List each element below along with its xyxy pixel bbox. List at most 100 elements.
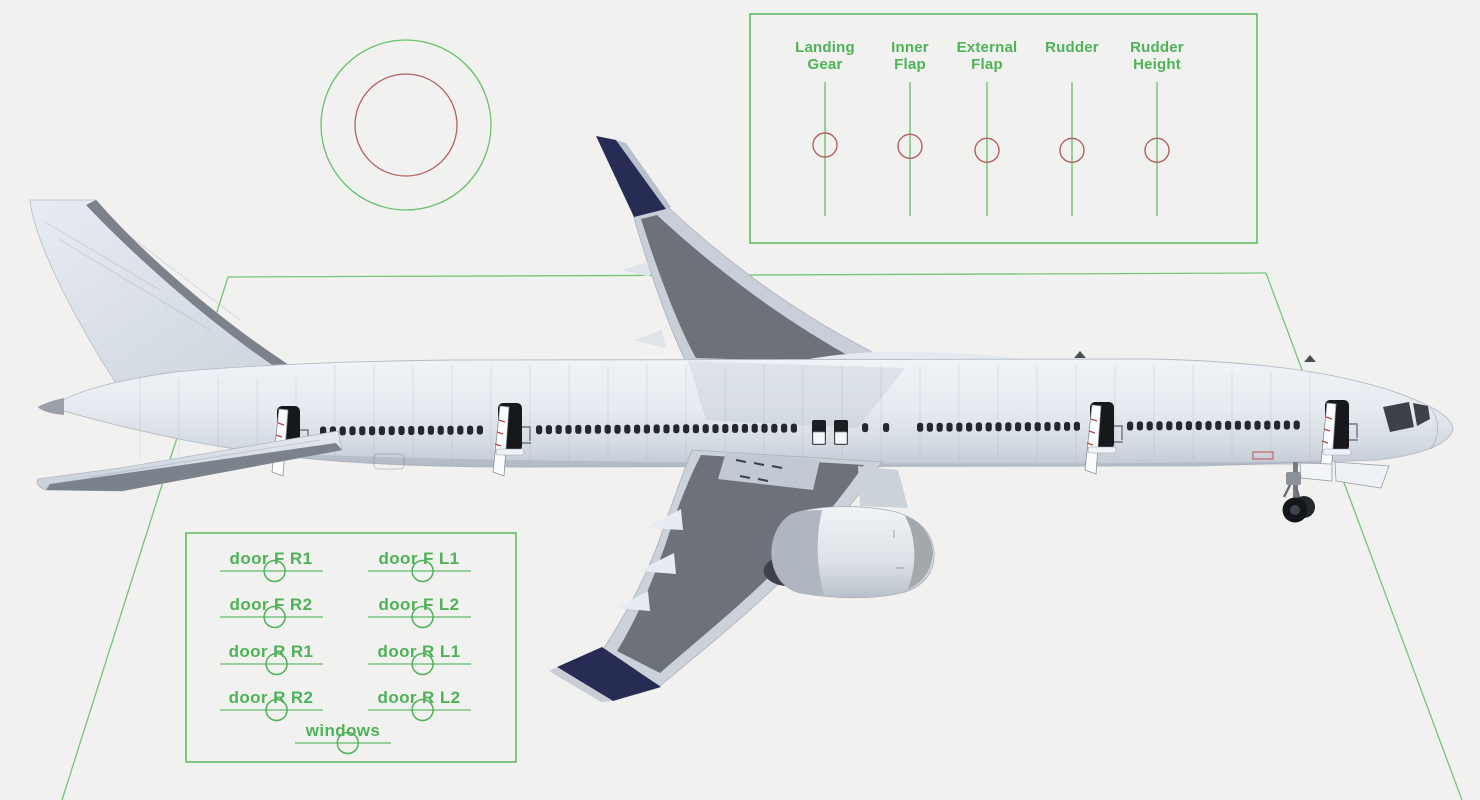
control-panel: Landing Gear Inner Flap External Flap Ru… bbox=[749, 13, 1258, 244]
cabin-window bbox=[995, 422, 1002, 432]
antenna bbox=[1304, 355, 1316, 362]
cabin-window bbox=[369, 426, 376, 436]
cabin-window bbox=[555, 425, 562, 434]
slider-label: door R R2 bbox=[229, 688, 314, 707]
cabin-window bbox=[1073, 421, 1080, 431]
calibration-dial[interactable] bbox=[320, 39, 492, 211]
slider-label: Height bbox=[1133, 56, 1181, 73]
dial-inner-circle[interactable] bbox=[354, 73, 458, 177]
cabin-window bbox=[1024, 422, 1031, 432]
slider-label: Flap bbox=[894, 56, 926, 73]
cabin-window bbox=[594, 424, 601, 434]
wing-walk bbox=[718, 452, 820, 490]
slider-label: door R L2 bbox=[378, 688, 461, 707]
cabin-window bbox=[761, 423, 768, 433]
slider-handle[interactable] bbox=[411, 559, 434, 583]
cabin-window bbox=[653, 424, 660, 434]
slider-door-r-r1: door R R1 bbox=[220, 642, 323, 676]
cabin-window bbox=[545, 425, 552, 435]
far-flap-fairing bbox=[622, 262, 650, 277]
slider-rudder: Rudder bbox=[1045, 39, 1099, 216]
horizontal-stabilizer bbox=[36, 430, 343, 492]
cabin-window bbox=[966, 422, 973, 432]
cabin-window bbox=[663, 424, 670, 434]
cabin-windows bbox=[320, 420, 1300, 436]
slider-handle[interactable] bbox=[411, 605, 434, 629]
slider-label: windows bbox=[305, 721, 381, 740]
cabin-window bbox=[771, 423, 778, 433]
cabin-window bbox=[1015, 422, 1022, 432]
ground-right-edge bbox=[1265, 272, 1463, 800]
slider-handle[interactable] bbox=[263, 559, 286, 583]
cabin-window bbox=[1054, 421, 1061, 431]
cabin-window bbox=[883, 423, 890, 432]
slider-handle[interactable] bbox=[411, 652, 434, 676]
flap-fairing bbox=[616, 591, 650, 611]
slider-handle[interactable] bbox=[265, 698, 288, 722]
cabin-window bbox=[1005, 422, 1012, 432]
slider-handle[interactable] bbox=[263, 605, 286, 629]
cabin-window bbox=[1293, 420, 1300, 430]
dial-outer-circle[interactable] bbox=[320, 39, 492, 211]
slider-handle[interactable] bbox=[897, 133, 923, 160]
cabin-window bbox=[975, 422, 982, 432]
cabin-window bbox=[378, 426, 385, 436]
cabin-window bbox=[1136, 421, 1143, 431]
cabin-window bbox=[634, 424, 641, 434]
slider-label: door F R2 bbox=[230, 595, 313, 614]
cabin-window bbox=[946, 422, 953, 432]
slider-handle[interactable] bbox=[265, 652, 288, 676]
cabin-window bbox=[536, 425, 543, 435]
slider-label: Gear bbox=[808, 56, 843, 73]
cabin-window bbox=[1234, 420, 1241, 430]
cabin-window bbox=[1225, 420, 1232, 430]
cabin-window bbox=[457, 425, 464, 435]
slider-door-f-r1: door F R1 bbox=[220, 549, 323, 583]
open-door bbox=[1084, 402, 1123, 475]
cabin-window bbox=[349, 426, 356, 436]
cabin-window bbox=[604, 424, 611, 434]
cabin-window bbox=[781, 423, 788, 433]
cabin-window bbox=[1185, 421, 1192, 431]
cabin-window bbox=[359, 426, 366, 436]
slider-door-f-r2: door F R2 bbox=[220, 595, 323, 629]
slider-handle[interactable] bbox=[1144, 137, 1170, 164]
cabin-window bbox=[437, 425, 444, 435]
cabin-window bbox=[418, 425, 425, 435]
slider-handle[interactable] bbox=[411, 698, 434, 722]
cabin-window bbox=[917, 422, 924, 432]
tail-cone bbox=[38, 398, 64, 415]
slider-handle[interactable] bbox=[974, 137, 1000, 164]
tail-fin bbox=[29, 199, 316, 389]
slider-handle[interactable] bbox=[336, 731, 360, 755]
cabin-window bbox=[398, 426, 405, 435]
elevator-edge bbox=[46, 443, 342, 491]
rudder-edge bbox=[86, 200, 314, 381]
cabin-window bbox=[585, 424, 592, 434]
slider-label: door F R1 bbox=[230, 549, 313, 568]
gear-door bbox=[1334, 461, 1390, 489]
cabin-window bbox=[408, 426, 415, 435]
cabin-window bbox=[1146, 421, 1153, 431]
cabin-window bbox=[1205, 421, 1212, 430]
cabin-window bbox=[427, 425, 434, 435]
cabin-window bbox=[388, 426, 395, 436]
slider-label: Rudder bbox=[1130, 39, 1184, 56]
cabin-window bbox=[1254, 420, 1261, 430]
cabin-window bbox=[624, 424, 631, 434]
slider-handle[interactable] bbox=[1059, 137, 1085, 164]
cabin-window bbox=[1034, 422, 1041, 432]
cabin-window bbox=[790, 423, 797, 433]
cabin-window bbox=[862, 423, 869, 433]
slider-handle[interactable] bbox=[812, 132, 838, 158]
cabin-window bbox=[936, 422, 943, 432]
cabin-window bbox=[1215, 420, 1222, 430]
slider-label: Inner bbox=[891, 39, 929, 56]
overwing-exits bbox=[812, 420, 848, 445]
cabin-window bbox=[1283, 420, 1290, 430]
aircraft-model bbox=[29, 136, 1454, 702]
cabin-window bbox=[1064, 421, 1071, 431]
cabin-window bbox=[1274, 420, 1281, 430]
slider-label: Flap bbox=[971, 56, 1003, 73]
